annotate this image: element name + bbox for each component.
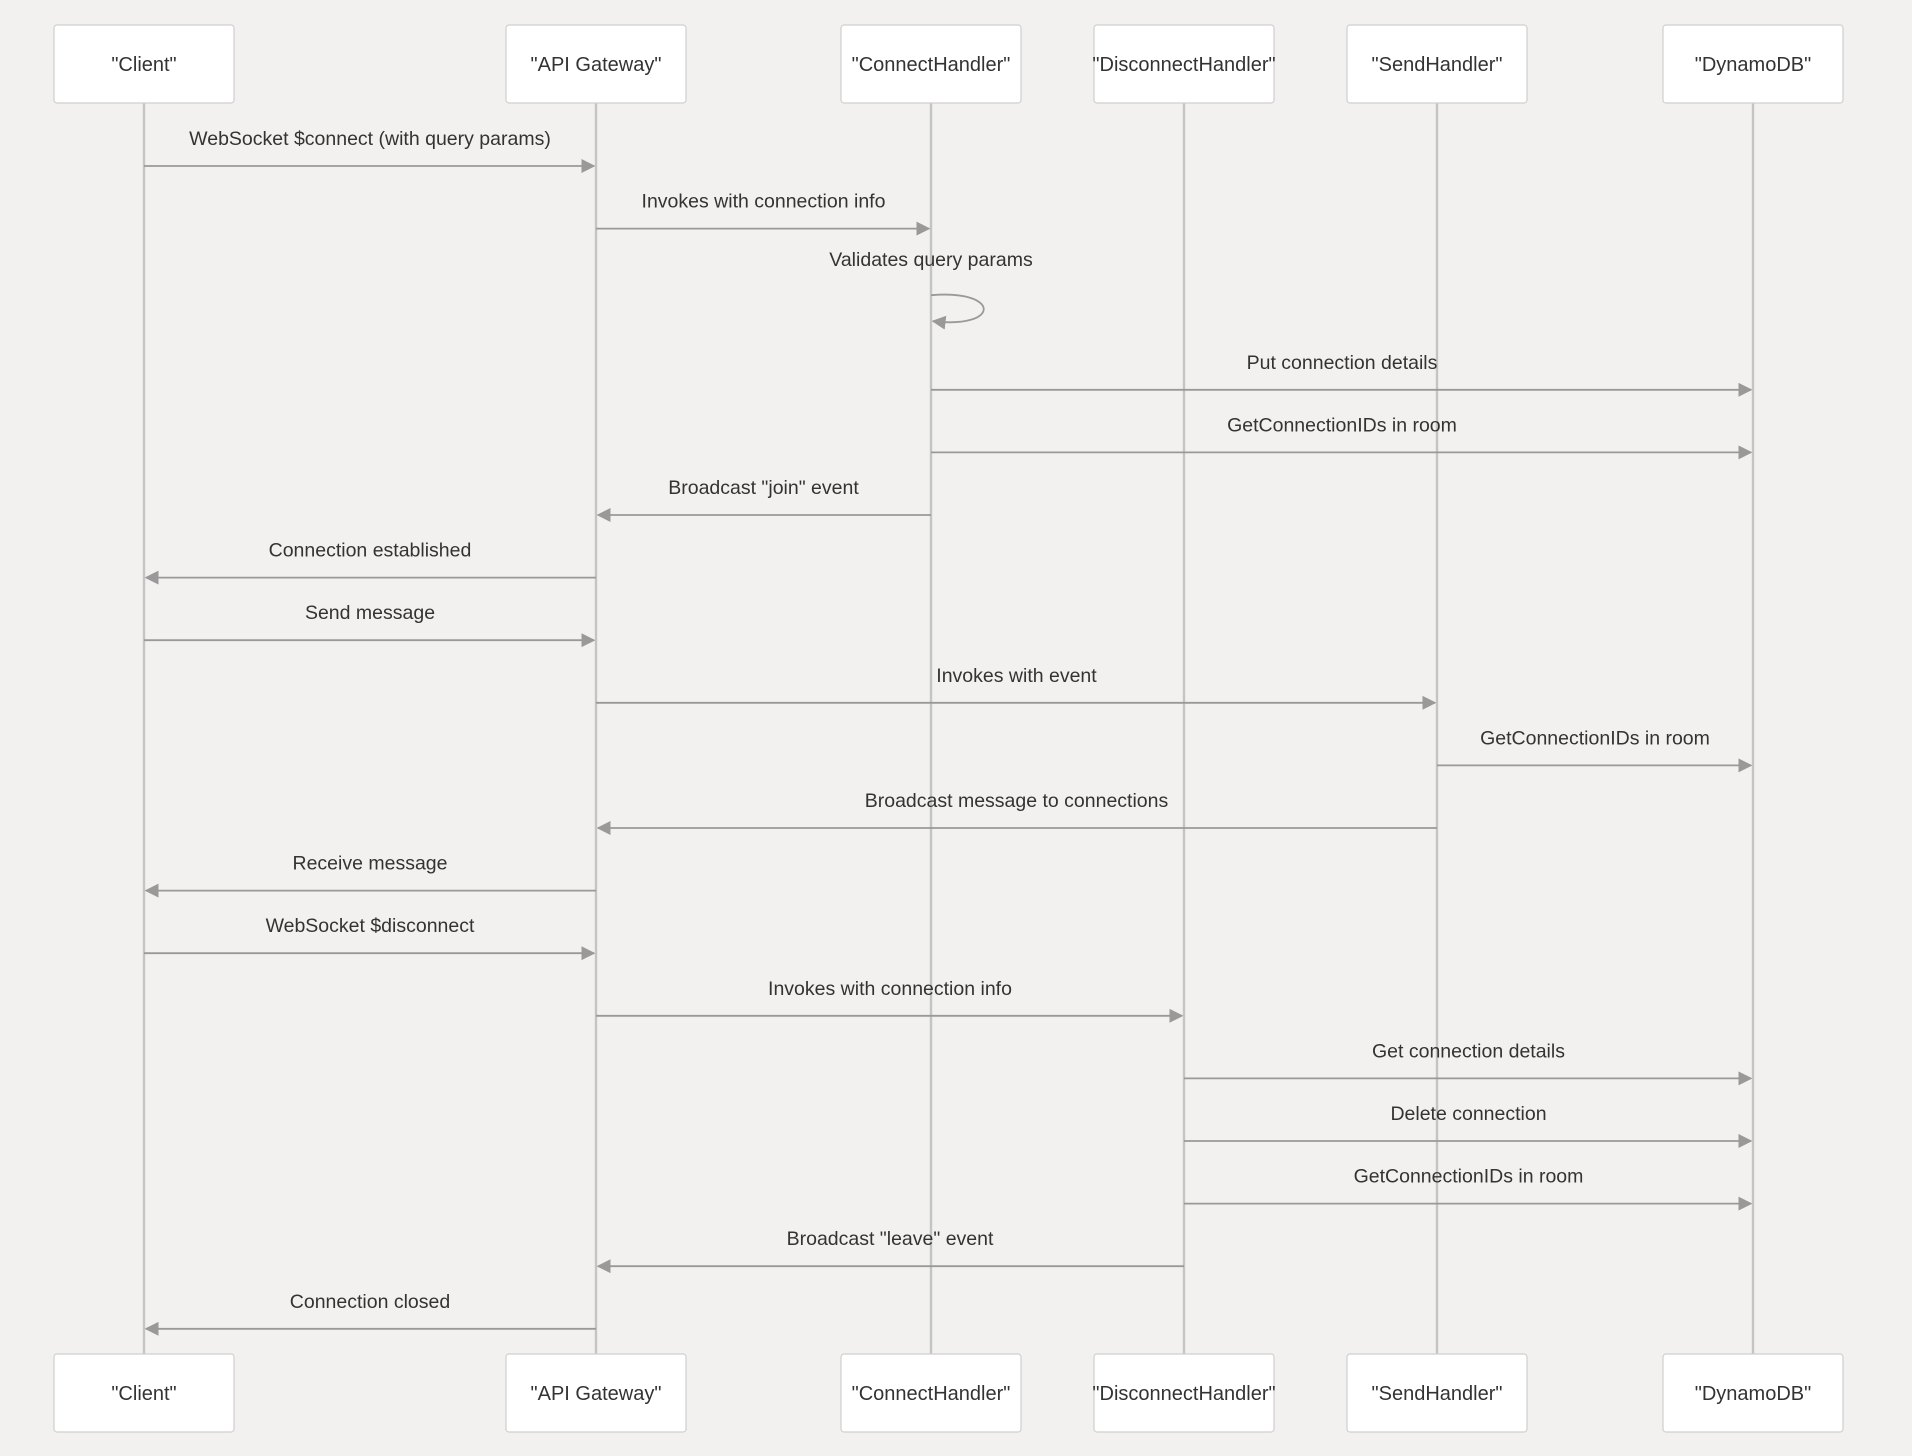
message-19: Connection closed bbox=[144, 1291, 596, 1336]
participant-label: "SendHandler" bbox=[1372, 54, 1503, 76]
message-label: GetConnectionIDs in room bbox=[1354, 1166, 1584, 1188]
self-message-arrow bbox=[930, 293, 985, 330]
participant-box bbox=[1346, 24, 1528, 104]
participant-client-top: "Client" bbox=[53, 24, 235, 104]
participant-label: "DynamoDB" bbox=[1695, 54, 1811, 76]
participant-box bbox=[1662, 24, 1844, 104]
message-16: Delete connection bbox=[1184, 1103, 1753, 1148]
participant-gateway-bottom: "API Gateway" bbox=[505, 1353, 687, 1433]
participant-label: "ConnectHandler" bbox=[852, 54, 1011, 76]
participant-label: "SendHandler" bbox=[1372, 1383, 1503, 1405]
participant-label: "Client" bbox=[111, 54, 176, 76]
message-10: GetConnectionIDs in room bbox=[1437, 727, 1753, 773]
message-label: Connection established bbox=[269, 540, 472, 562]
participant-label: "API Gateway" bbox=[531, 54, 662, 76]
message-label: WebSocket $connect (with query params) bbox=[189, 128, 551, 150]
message-label: Invokes with connection info bbox=[642, 191, 886, 213]
message-label: Broadcast message to connections bbox=[865, 790, 1169, 812]
message-label: Get connection details bbox=[1372, 1040, 1565, 1062]
participant-box bbox=[840, 24, 1022, 104]
message-5: GetConnectionIDs in room bbox=[931, 414, 1753, 460]
participant-label: "DisconnectHandler" bbox=[1092, 1383, 1275, 1405]
participant-send-bottom: "SendHandler" bbox=[1346, 1353, 1528, 1433]
participant-client-bottom: "Client" bbox=[53, 1353, 235, 1433]
message-2: Invokes with connection info bbox=[596, 191, 931, 236]
message-14: Invokes with connection info bbox=[596, 978, 1184, 1023]
participant-disconnect-top: "DisconnectHandler" bbox=[1092, 24, 1276, 104]
participant-box bbox=[53, 24, 235, 104]
message-label: Broadcast "leave" event bbox=[787, 1228, 994, 1250]
participant-gateway-top: "API Gateway" bbox=[505, 24, 687, 104]
participant-disconnect-bottom: "DisconnectHandler" bbox=[1092, 1353, 1276, 1433]
message-label: Send message bbox=[305, 602, 435, 624]
participant-box bbox=[53, 1353, 235, 1433]
participant-box bbox=[840, 1353, 1022, 1433]
message-label: GetConnectionIDs in room bbox=[1480, 727, 1710, 749]
message-7: Connection established bbox=[144, 540, 596, 585]
message-8: Send message bbox=[144, 602, 596, 648]
message-label: Connection closed bbox=[290, 1291, 450, 1313]
message-label: Delete connection bbox=[1390, 1103, 1546, 1125]
participant-connect-bottom: "ConnectHandler" bbox=[840, 1353, 1022, 1433]
message-4: Put connection details bbox=[931, 352, 1753, 397]
message-3: Validates query params bbox=[829, 249, 1033, 330]
message-1: WebSocket $connect (with query params) bbox=[144, 128, 596, 173]
message-6: Broadcast "join" event bbox=[596, 477, 931, 522]
message-13: WebSocket $disconnect bbox=[144, 915, 596, 961]
message-12: Receive message bbox=[144, 853, 596, 898]
participant-dynamo-top: "DynamoDB" bbox=[1662, 24, 1844, 104]
participant-label: "API Gateway" bbox=[531, 1383, 662, 1405]
participant-label: "DisconnectHandler" bbox=[1092, 54, 1275, 76]
message-label: GetConnectionIDs in room bbox=[1227, 414, 1457, 436]
message-label: Receive message bbox=[293, 853, 448, 875]
participant-box bbox=[1662, 1353, 1844, 1433]
message-label: WebSocket $disconnect bbox=[266, 915, 475, 937]
participant-box bbox=[1346, 1353, 1528, 1433]
message-label: Put connection details bbox=[1247, 352, 1438, 374]
message-label: Validates query params bbox=[829, 249, 1033, 271]
message-18: Broadcast "leave" event bbox=[596, 1228, 1184, 1274]
message-label: Broadcast "join" event bbox=[668, 477, 859, 499]
participant-send-top: "SendHandler" bbox=[1346, 24, 1528, 104]
message-9: Invokes with event bbox=[596, 665, 1437, 710]
participant-label: "DynamoDB" bbox=[1695, 1383, 1811, 1405]
message-15: Get connection details bbox=[1184, 1040, 1753, 1086]
message-label: Invokes with event bbox=[936, 665, 1097, 687]
participant-connect-top: "ConnectHandler" bbox=[840, 24, 1022, 104]
participant-box bbox=[1093, 1353, 1275, 1433]
participant-dynamo-bottom: "DynamoDB" bbox=[1662, 1353, 1844, 1433]
message-label: Invokes with connection info bbox=[768, 978, 1012, 1000]
message-11: Broadcast message to connections bbox=[596, 790, 1437, 835]
participant-box bbox=[1093, 24, 1275, 104]
participant-box bbox=[505, 1353, 687, 1433]
participant-box bbox=[505, 24, 687, 104]
participant-label: "Client" bbox=[111, 1383, 176, 1405]
participant-label: "ConnectHandler" bbox=[852, 1383, 1011, 1405]
message-17: GetConnectionIDs in room bbox=[1184, 1166, 1753, 1211]
